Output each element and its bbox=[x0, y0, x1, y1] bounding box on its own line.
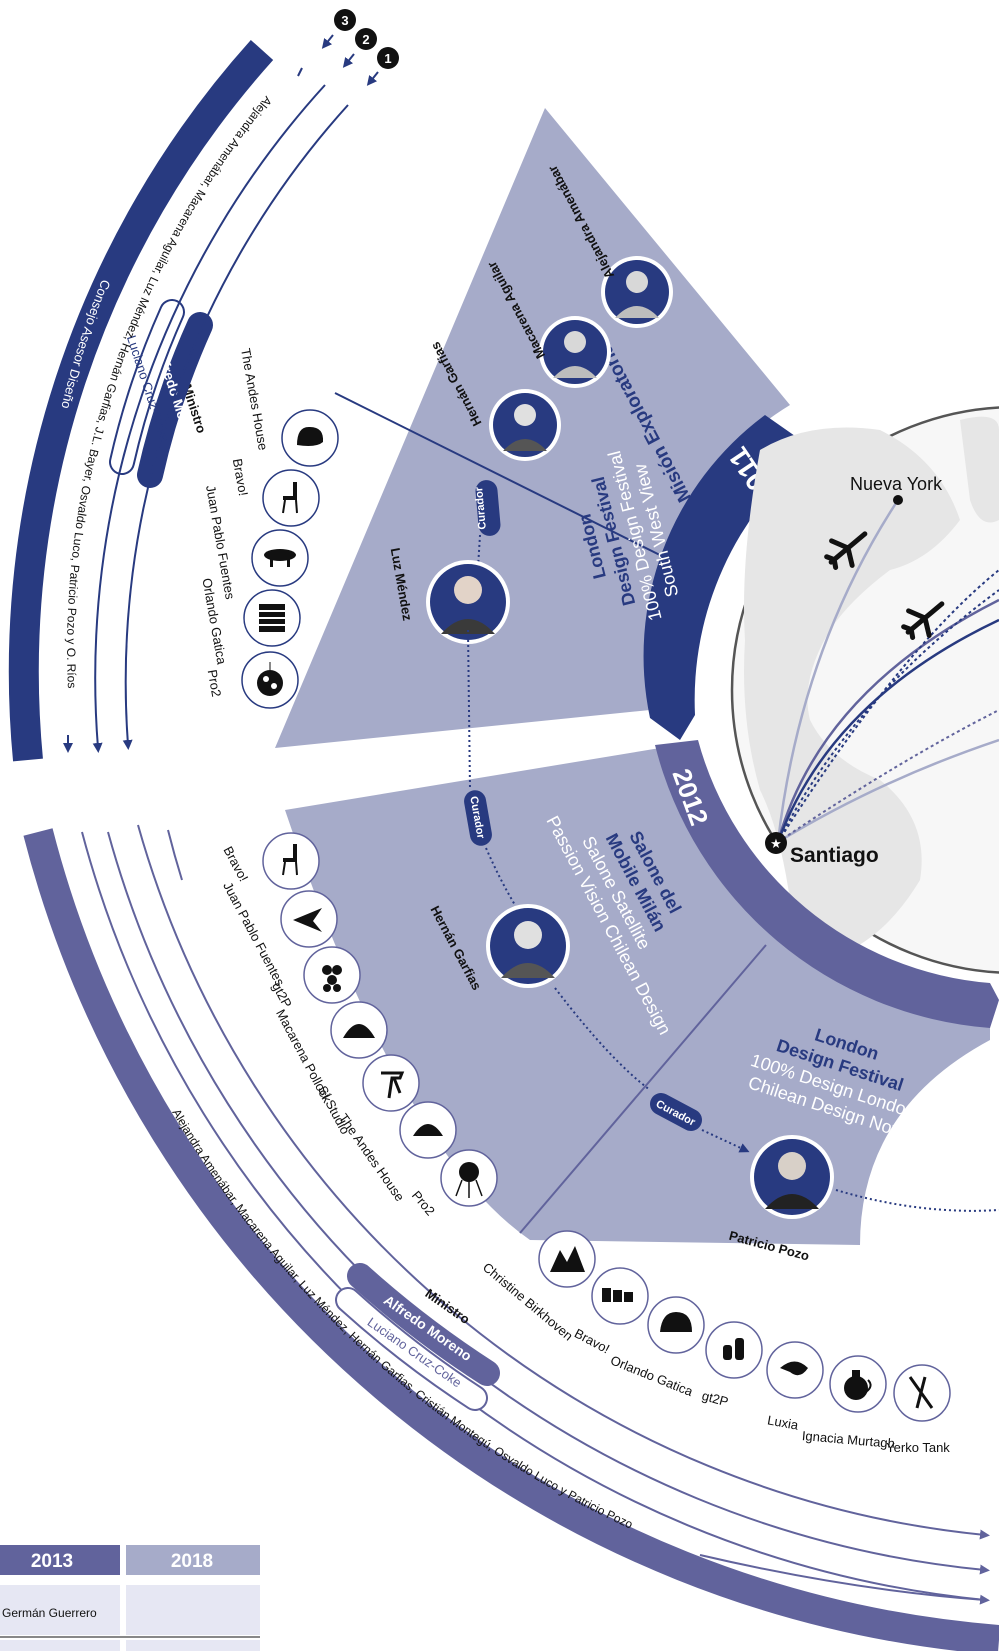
santiago-star-icon bbox=[765, 832, 787, 854]
council-band-2012 bbox=[23, 828, 999, 1651]
exhibitor-pro2-icon bbox=[241, 651, 299, 709]
exhibitor-si-studio-icon bbox=[362, 1054, 420, 1112]
minister-pill-moreno-2012 bbox=[347, 1263, 500, 1386]
exhibitor-murtagh-label: Ignacia Murtagh bbox=[801, 1428, 895, 1451]
curator-tag-2011 bbox=[475, 480, 501, 536]
curator-link-2011 bbox=[477, 534, 481, 569]
svg-text:1: 1 bbox=[384, 51, 391, 66]
exhibitor-pro2-2012-label: Pro2 bbox=[409, 1188, 438, 1219]
exhibitor-gatica-2012-label: Orlando Gatica bbox=[608, 1352, 695, 1399]
avatar-pozo bbox=[750, 1135, 834, 1219]
exhibitor-luxia-icon bbox=[766, 1341, 824, 1399]
exhibitor-bravo-2012-label: Bravo! bbox=[221, 844, 252, 884]
curator-link-mendez-down bbox=[467, 629, 471, 791]
route-2 bbox=[776, 598, 999, 843]
table-header-2018 bbox=[126, 1545, 260, 1575]
americas-landmass bbox=[744, 427, 960, 952]
exhibitor-andes-2012-icon bbox=[399, 1101, 457, 1159]
exhibitor-bravo-icon bbox=[262, 469, 320, 527]
plane-icon bbox=[824, 531, 868, 571]
divider-2011 bbox=[334, 392, 691, 571]
exhibitor-gt2p-2012b-label: gt2P bbox=[700, 1388, 730, 1409]
ny-dot bbox=[893, 495, 903, 505]
badge-1: 1 bbox=[366, 47, 399, 86]
route-3 bbox=[776, 618, 999, 843]
table-cell-2013 bbox=[0, 1585, 120, 1635]
curator-tag-2011-label: Curador bbox=[473, 486, 489, 530]
curator-tag-2012b bbox=[649, 1093, 703, 1131]
exhibitor-bravo-label: Bravo! bbox=[230, 457, 251, 497]
globe bbox=[725, 400, 999, 980]
avatar-garfias-2011 bbox=[489, 389, 561, 461]
city-ny: Nueva York bbox=[850, 474, 943, 494]
exhibitor-luxia-label: Luxia bbox=[766, 1412, 800, 1432]
wedge-2012 bbox=[285, 748, 990, 1245]
exhibitor-pro2-label: Pro2 bbox=[205, 668, 225, 698]
exhibitor-andes-label: The Andes House bbox=[238, 347, 271, 451]
exhibitor-gt2p-2012-icon bbox=[303, 946, 361, 1004]
year-band-2011 bbox=[643, 415, 815, 740]
exhibitor-tank-label: Yerko Tank bbox=[886, 1440, 950, 1455]
route-dotted-1 bbox=[777, 589, 999, 843]
exhibitor-andes-2012-label: The Andes House bbox=[336, 1111, 408, 1204]
avatar-aguilar bbox=[539, 316, 611, 388]
svg-text:3: 3 bbox=[341, 13, 348, 28]
exhibitor-tank-icon bbox=[893, 1364, 951, 1422]
svg-text:★: ★ bbox=[770, 836, 782, 851]
exhibitor-murtagh-icon bbox=[829, 1355, 887, 1413]
exhibitor-pro2-2012-icon bbox=[440, 1149, 498, 1207]
exhibitor-gatica-2012-icon bbox=[647, 1296, 705, 1354]
table-col-2013: 2013 bbox=[31, 1551, 73, 1572]
arc-line-1-2011 bbox=[122, 104, 349, 750]
arc-line-2-2011 bbox=[92, 84, 326, 753]
route-dotted-3 bbox=[777, 709, 999, 843]
exhibitor-bravo-2012-icon bbox=[262, 832, 320, 890]
minister-pill-moreno-2011 bbox=[137, 312, 213, 488]
exhibitor-bravo-2012b-label: Bravo! bbox=[572, 1326, 612, 1357]
table-header-2013 bbox=[0, 1545, 120, 1575]
plane-icon-2 bbox=[901, 601, 945, 641]
exhibitor-andes-icon bbox=[281, 409, 339, 467]
svg-text:2: 2 bbox=[362, 32, 369, 47]
council-band-2011 bbox=[8, 39, 274, 762]
exhibitor-gt2p-2012b-icon bbox=[705, 1321, 763, 1379]
city-santiago: Santiago bbox=[790, 844, 879, 867]
exhibitor-pollock-icon bbox=[330, 1001, 388, 1059]
exhibitor-fuentes-2012-icon bbox=[280, 890, 338, 948]
table-row1-2013: Germán Guerrero bbox=[2, 1606, 97, 1620]
avatar-amenabar bbox=[601, 256, 673, 328]
exhibitor-birkhoven-icon bbox=[538, 1230, 596, 1288]
arc-line-1-2012 bbox=[137, 824, 990, 1540]
avatar-garfias-2012 bbox=[486, 904, 570, 988]
table-col-2018: 2018 bbox=[171, 1551, 213, 1572]
route-4 bbox=[777, 738, 999, 844]
exhibitor-fuentes-icon bbox=[251, 529, 309, 587]
exhibitor-bravo-2012b-icon bbox=[591, 1267, 649, 1325]
exhibitor-fuentes-2012-label: Juan Pablo Fuentes bbox=[220, 879, 288, 989]
avatar-mendez bbox=[426, 560, 510, 644]
divider-2012 bbox=[519, 944, 767, 1234]
exhibitor-gatica-icon bbox=[243, 589, 301, 647]
route-ny-1 bbox=[776, 499, 900, 843]
curator-tag-2012 bbox=[464, 790, 492, 846]
table-cell-2018 bbox=[126, 1585, 260, 1635]
exhibitor-gt2p-2012-label: gt2P bbox=[269, 980, 295, 1011]
badge-2: 2 bbox=[342, 28, 377, 68]
badge-3: 3 bbox=[321, 9, 356, 49]
year-band-2012 bbox=[655, 740, 990, 1028]
